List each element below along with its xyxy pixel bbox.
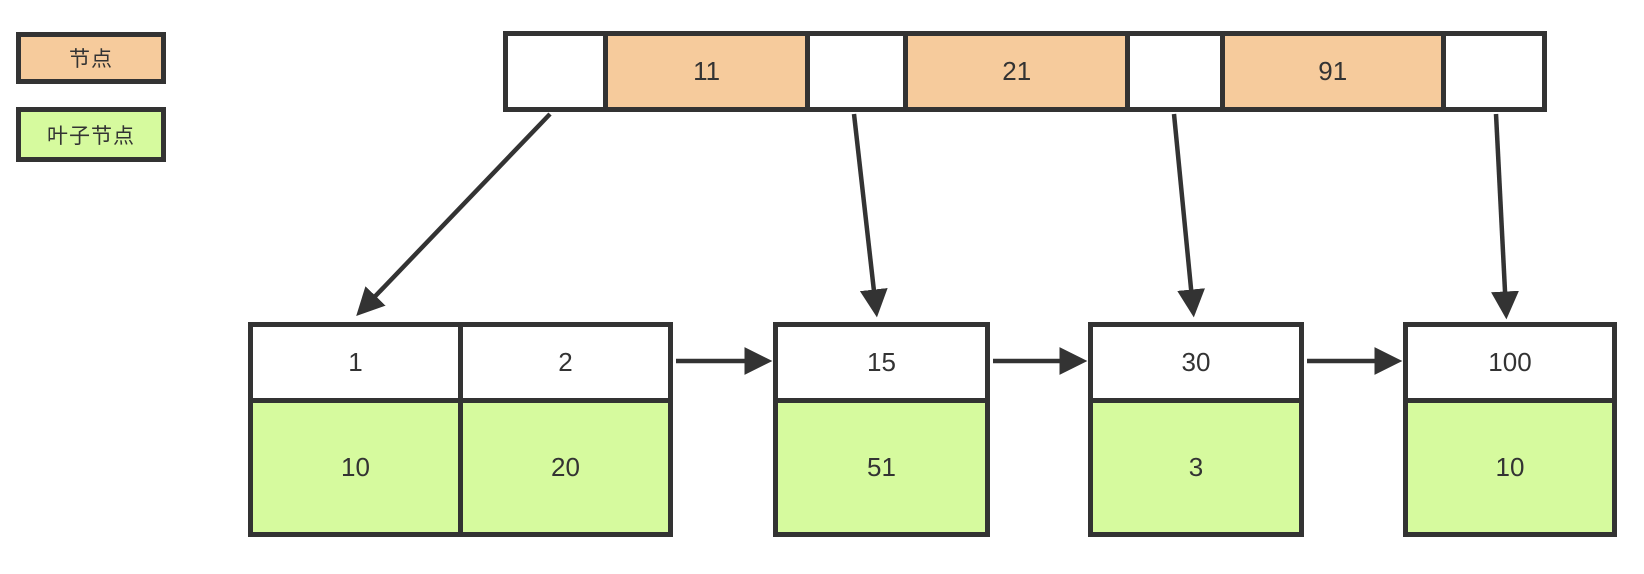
leaf-key-cell: 100: [1488, 347, 1532, 377]
leaf-node-2: 15 51: [773, 322, 990, 537]
legend-leaf-label: 叶子节点: [47, 124, 135, 148]
leaf-4-key-row: 100: [1408, 327, 1612, 398]
child-pointer-arrow-4: [1491, 113, 1519, 320]
root-node: 11 21 91: [503, 31, 1547, 112]
child-pointer-arrow-1: [356, 112, 552, 317]
leaf-value-cell: 3: [1188, 452, 1204, 482]
root-pointer-cell-2: [804, 36, 903, 107]
leaf-value-cell: 10: [341, 452, 370, 482]
root-key-cell-21: 21: [903, 36, 1126, 107]
leaf-value-cell: 10: [1495, 452, 1525, 482]
legend-node-label: 节点: [69, 48, 113, 71]
leaf-value-cell: 20: [458, 403, 668, 532]
leaf-key-cell: 15: [867, 347, 896, 377]
leaf-2-key-row: 15: [778, 327, 985, 398]
root-pointer-cell-1: [508, 36, 603, 107]
child-pointer-arrow-3: [1171, 113, 1205, 318]
leaf-node-1: 1 2 10 20: [248, 322, 673, 537]
leaf-1-key-row: 1 2: [253, 327, 668, 398]
leaf-key-cell: 1: [348, 347, 363, 377]
child-pointer-arrow-2: [851, 113, 888, 318]
legend-item-leaf: 叶子节点: [16, 107, 166, 162]
root-key-cell-11: 11: [603, 36, 805, 107]
leaf-3-value-row: 3: [1093, 398, 1299, 532]
leaf-2-value-row: 51: [778, 398, 985, 532]
root-pointer-cell-4: [1440, 36, 1542, 107]
leaf-4-value-row: 10: [1408, 398, 1612, 532]
root-key-cell-91: 91: [1219, 36, 1441, 107]
legend-item-node: 节点: [16, 32, 166, 84]
leaf-value-cell: 51: [867, 452, 896, 482]
leaf-node-3: 30 3: [1088, 322, 1304, 537]
leaf-3-key-row: 30: [1093, 327, 1299, 398]
leaf-key-cell: 2: [458, 327, 668, 398]
leaf-key-cell: 30: [1181, 347, 1211, 377]
leaf-node-4: 100 10: [1403, 322, 1617, 537]
leaf-1-value-row: 10 20: [253, 398, 668, 532]
root-pointer-cell-3: [1125, 36, 1220, 107]
